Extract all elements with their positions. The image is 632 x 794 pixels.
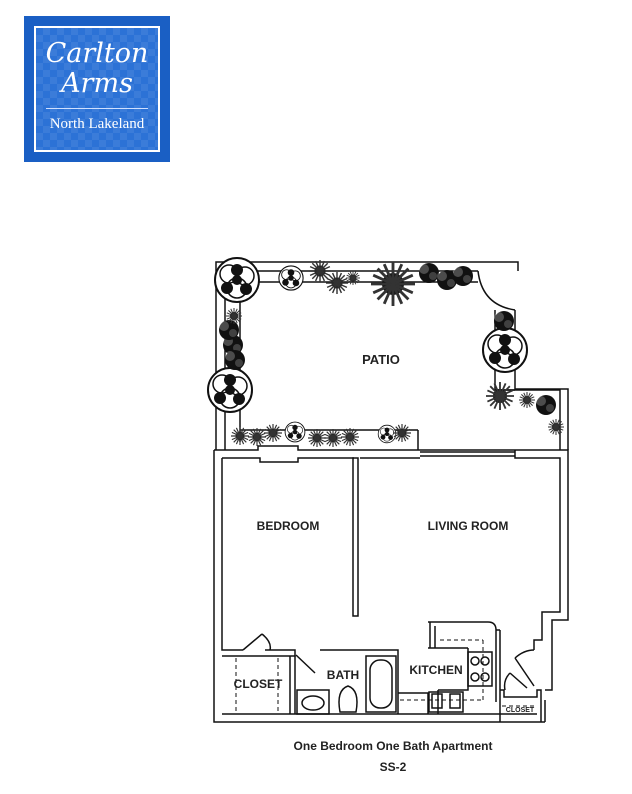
- room-label-closet: CLOSET: [234, 677, 283, 691]
- carlton-arms-logo: Carlton Arms North Lakeland: [24, 16, 170, 162]
- logo-line-2: Arms: [61, 68, 133, 99]
- room-label-patio: PATIO: [362, 352, 400, 367]
- floorplan-title: One Bedroom One Bath Apartment: [293, 739, 493, 753]
- room-label-entry-closet: CLOSET: [506, 707, 535, 714]
- logo-subtitle: North Lakeland: [49, 116, 145, 132]
- room-label-bedroom: BEDROOM: [257, 519, 320, 533]
- apartment-walls: [213, 445, 569, 723]
- room-label-bath: BATH: [327, 668, 359, 682]
- unit-code: SS-2: [379, 760, 407, 774]
- room-label-kitchen: KITCHEN: [409, 663, 462, 677]
- logo-line-1: Carlton: [45, 38, 149, 69]
- logo-divider: [46, 108, 148, 109]
- room-label-living-room: LIVING ROOM: [428, 519, 509, 533]
- logo-frame: Carlton Arms North Lakeland: [34, 26, 160, 152]
